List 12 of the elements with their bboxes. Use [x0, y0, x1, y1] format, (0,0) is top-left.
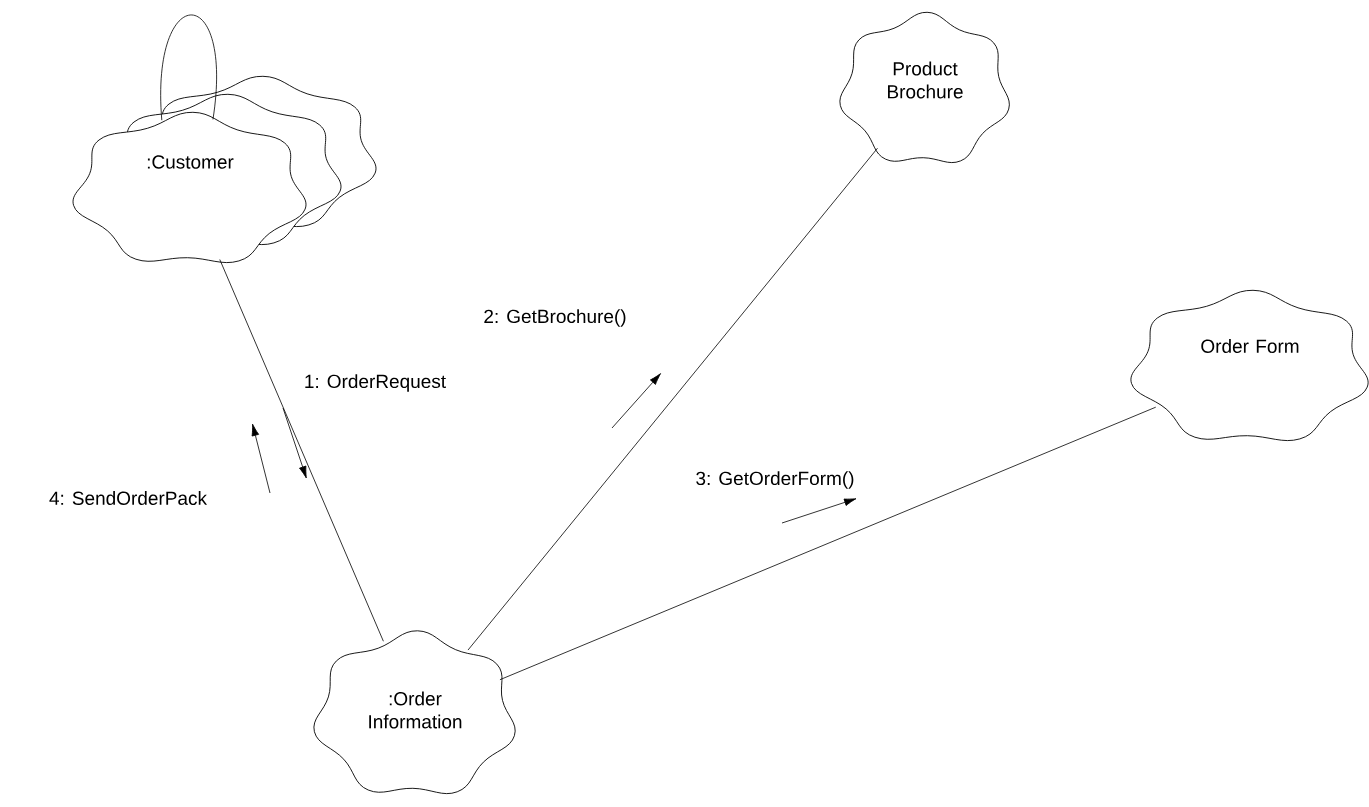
object-cloud: :Order Information: [313, 630, 516, 795]
message-label: 3: GetOrderForm(): [696, 471, 854, 489]
message-label: 1: OrderRequest: [305, 374, 446, 392]
link-line: [219, 259, 384, 642]
link-line: [160, 14, 217, 121]
object-cloud: Order Form: [1130, 289, 1369, 442]
object-cloud: :Customer: [72, 75, 377, 264]
message-label: 2: GetBrochure(): [484, 309, 626, 327]
link-line: [499, 406, 1157, 681]
link-line: [467, 147, 878, 651]
message-label: 4: SendOrderPack: [49, 491, 208, 505]
object-cloud: Product Brochure: [839, 11, 1010, 164]
